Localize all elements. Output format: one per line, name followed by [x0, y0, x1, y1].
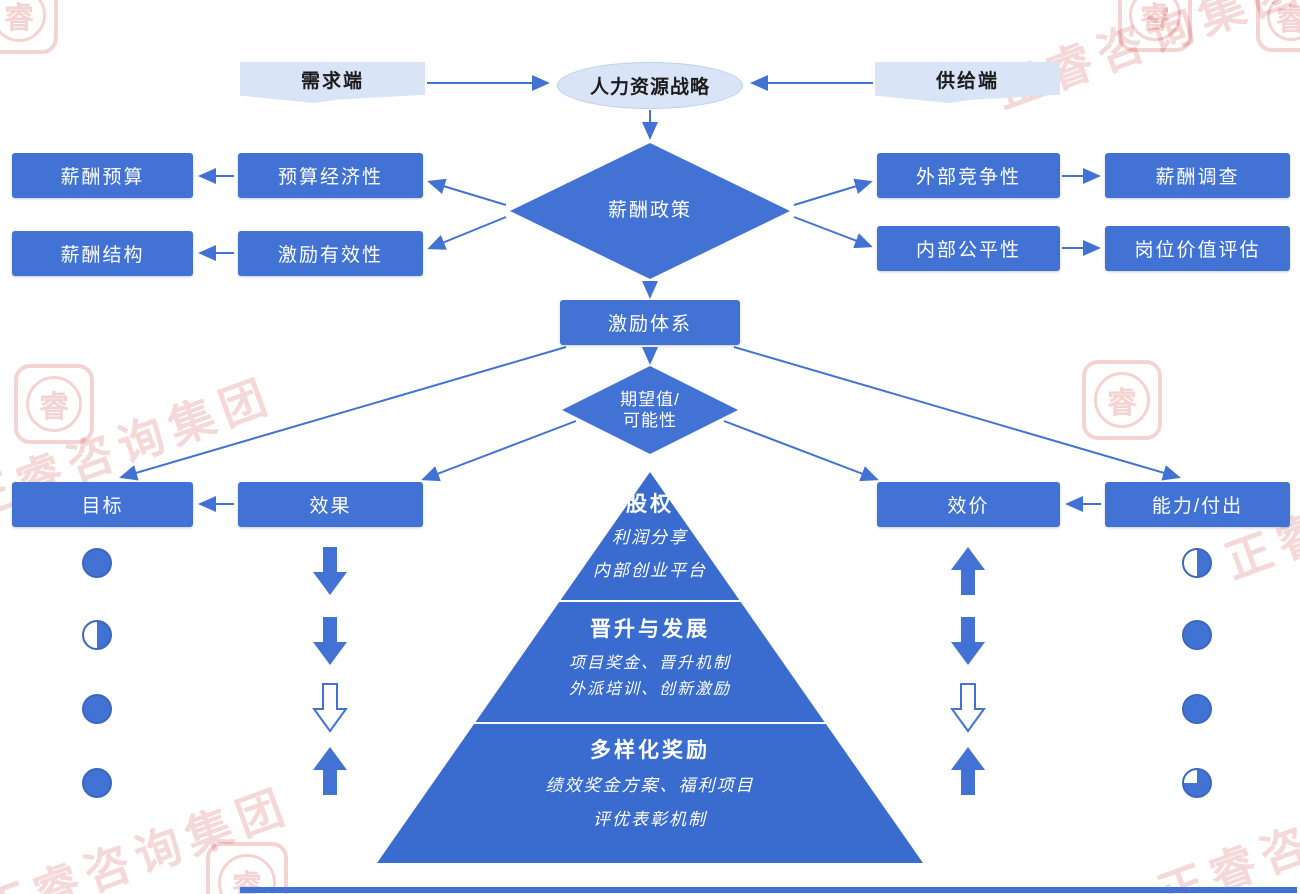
- expectancy-label-line1: 期望值/: [620, 389, 680, 409]
- node-expectancy: 期望值/ 可能性: [562, 366, 738, 454]
- full-circle-icon: [82, 694, 112, 724]
- down-arrow-icon: [313, 547, 347, 595]
- down-arrow-icon: [951, 617, 985, 665]
- node-incentive-system: 激励体系: [560, 300, 740, 345]
- node-demand-side: 需求端: [240, 62, 425, 103]
- salary-policy-label: 薪酬政策: [607, 200, 692, 222]
- node-salary-budget: 薪酬预算: [12, 153, 193, 198]
- pyramid-level3-line: 评优表彰机制: [593, 810, 707, 829]
- pyramid-level2-line: 项目奖金、晋升机制: [568, 655, 731, 672]
- brand-logo-icon: 睿: [0, 0, 58, 54]
- brand-logo-icon: 睿: [1118, 0, 1192, 52]
- brand-logo-glyph: 睿: [25, 375, 83, 433]
- brand-logo-icon: 睿: [14, 364, 94, 444]
- node-salary-structure: 薪酬结构: [12, 231, 193, 276]
- pyramid-level2-title: 晋升与发展: [590, 618, 710, 641]
- node-incentive-effectiveness: 激励有效性: [238, 231, 423, 276]
- node-supply-side: 供给端: [875, 62, 1060, 103]
- node-internal-fairness: 内部公平性: [877, 226, 1060, 271]
- node-budget-economy: 预算经济性: [238, 153, 423, 198]
- pyramid-level2-line: 外派培训、创新激励: [568, 681, 731, 698]
- brand-logo-glyph: 睿: [1129, 0, 1181, 41]
- full-circle-icon: [1182, 694, 1212, 724]
- node-valence: 效价: [877, 482, 1060, 527]
- three-quarter-circle-icon: [1182, 768, 1212, 798]
- pyramid-level1-line: 利润分享: [612, 528, 688, 547]
- node-effect: 效果: [238, 482, 423, 527]
- up-arrow-icon: [951, 747, 985, 795]
- brand-logo-glyph: 睿: [1266, 0, 1300, 42]
- down-arrow-icon: [313, 617, 347, 665]
- full-circle-icon: [82, 768, 112, 798]
- node-salary-policy: 薪酬政策: [510, 143, 790, 279]
- node-goal: 目标: [12, 482, 193, 527]
- hollow-down-arrow-icon: [312, 683, 348, 733]
- pyramid-level1-line: 内部创业平台: [593, 561, 707, 580]
- brand-logo-glyph: 睿: [0, 0, 47, 43]
- pyramid-level1-title: 股权: [626, 493, 674, 516]
- node-ability-effort: 能力/付出: [1105, 482, 1290, 527]
- full-circle-icon: [82, 548, 112, 578]
- pyramid-level3-title: 多样化奖励: [590, 739, 710, 762]
- expectancy-label-line2: 可能性: [623, 411, 677, 430]
- watermark-text: 正睿咨询集团: [1151, 760, 1300, 894]
- full-circle-icon: [1182, 620, 1212, 650]
- half-circle-icon: [82, 620, 112, 650]
- up-arrow-icon: [313, 747, 347, 795]
- node-hr-strategy: 人力资源战略: [557, 62, 743, 109]
- node-external-competitiveness: 外部竞争性: [877, 153, 1060, 198]
- hollow-down-arrow-icon: [950, 683, 986, 733]
- bottom-border-strip: [240, 887, 1297, 893]
- half-circle-icon: [1182, 548, 1212, 578]
- node-job-value-evaluation: 岗位价值评估: [1105, 226, 1290, 271]
- brand-logo-glyph: 睿: [1093, 371, 1151, 429]
- brand-logo-icon: 睿: [1082, 360, 1162, 440]
- pyramid-level3-line: 绩效奖金方案、福利项目: [545, 776, 755, 795]
- watermark-text: 正睿咨询集团: [988, 0, 1300, 119]
- brand-logo-icon: 睿: [1256, 0, 1300, 52]
- up-arrow-icon: [951, 547, 985, 595]
- node-salary-survey: 薪酬调查: [1105, 153, 1290, 198]
